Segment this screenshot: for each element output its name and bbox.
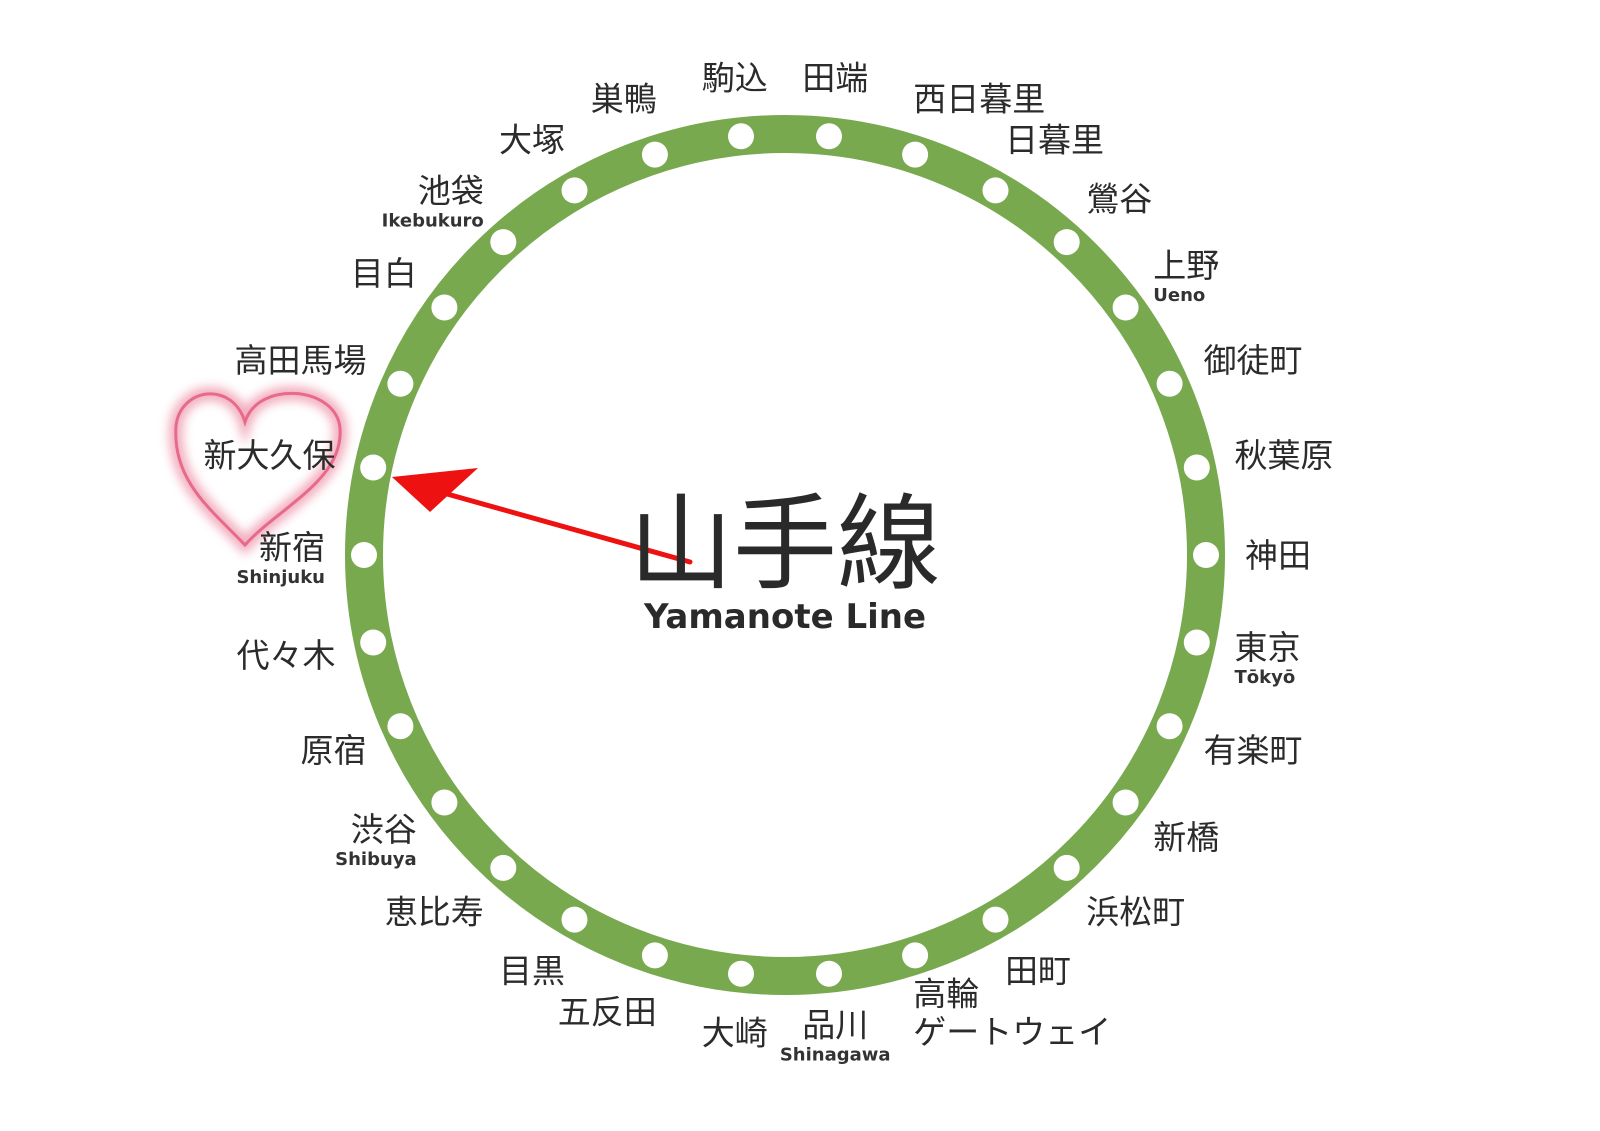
station-name-22: 代々木 <box>237 636 336 675</box>
station-name-21: 原宿 <box>301 731 367 770</box>
station-name-0: 駒込 <box>702 59 768 98</box>
station-dot <box>1193 542 1219 568</box>
station-dot <box>1156 713 1183 740</box>
station-name-19: 恵比寿 <box>385 893 484 932</box>
station-dot <box>641 942 668 969</box>
station-name-11: 新橋 <box>1153 818 1219 857</box>
station-dots <box>351 123 1219 987</box>
station-name-4: 鶯谷 <box>1086 179 1152 218</box>
station-dot <box>641 141 668 168</box>
station-name-27: 池袋 <box>418 171 484 210</box>
station-name-6: 御徒町 <box>1204 341 1303 380</box>
station-name-12: 浜松町 <box>1086 893 1185 932</box>
station-name-7: 秋葉原 <box>1235 436 1334 475</box>
station-name-24: 新大久保 <box>204 436 336 475</box>
station-name-23: 新宿 <box>259 528 325 567</box>
station-dot <box>816 123 842 150</box>
station-name-17: 五反田 <box>558 993 657 1032</box>
station-name-15: 品川 <box>802 1005 868 1044</box>
station-name-8: 神田 <box>1245 536 1311 575</box>
station-dot <box>431 789 458 816</box>
station-name-29: 巣鴨 <box>591 80 657 119</box>
station-name-5: 上野 <box>1153 246 1219 285</box>
station-name-16: 大崎 <box>702 1013 768 1052</box>
station-dot <box>561 906 588 933</box>
station-romaji-9: Tōkyō <box>1235 667 1296 688</box>
station-dot <box>1183 454 1210 481</box>
station-dot <box>490 854 517 881</box>
station-romaji-15: Shinagawa <box>780 1044 891 1065</box>
station-dot <box>1112 789 1139 816</box>
station-dot <box>1053 854 1080 881</box>
station-labels: 駒込田端西日暮里日暮里鶯谷上野Ueno 御徒町秋葉原神田東京Tōkyō 有楽町新橋浜… <box>204 59 1334 1066</box>
station-name-26: 目白 <box>351 254 417 293</box>
station-romaji-5: Ueno <box>1153 285 1205 306</box>
station-dot <box>982 906 1009 933</box>
station-name-3: 日暮里 <box>1005 120 1104 159</box>
station-dot <box>1183 629 1210 656</box>
station-dot <box>431 294 458 321</box>
station-dot <box>902 942 929 969</box>
station-name-10: 有楽町 <box>1204 731 1303 770</box>
station-dot <box>728 123 754 150</box>
station-name-2: 西日暮里 <box>913 80 1045 119</box>
station-dot <box>387 713 414 740</box>
station-name-18: 目黒 <box>499 952 565 991</box>
station-name-13: 田町 <box>1005 952 1071 991</box>
station-name-9: 東京 <box>1235 628 1301 667</box>
heart-highlight-icon <box>168 386 348 556</box>
station-dot <box>816 960 842 987</box>
station-dot <box>728 960 754 987</box>
station-romaji-23: Shinjuku <box>236 567 325 588</box>
station-dot <box>360 629 387 656</box>
station-dot <box>387 370 414 397</box>
arrow-icon <box>392 468 693 565</box>
station-dot <box>1112 294 1139 321</box>
station-romaji-27: Ikebukuro <box>382 210 484 231</box>
station-dot <box>902 141 929 168</box>
station-dot <box>982 177 1009 204</box>
station-name-1: 田端 <box>802 59 868 98</box>
station-dot <box>490 229 517 256</box>
station-name-28: 大塚 <box>499 120 565 159</box>
station-romaji-20: Shibuya <box>335 849 417 870</box>
station-dot <box>351 542 377 568</box>
station-dot <box>1156 370 1183 397</box>
line-name-ja: 山手線 <box>629 483 941 605</box>
station-dot <box>1053 229 1080 256</box>
station-dot <box>360 454 387 481</box>
station-name-line2-14: ゲートウェイ <box>913 1013 1111 1052</box>
station-name-20: 渋谷 <box>351 810 417 849</box>
station-name-14: 高輪 <box>913 975 979 1014</box>
line-name-en: Yamanote Line <box>643 597 926 637</box>
station-dot <box>561 177 588 204</box>
station-name-25: 高田馬場 <box>235 341 367 380</box>
